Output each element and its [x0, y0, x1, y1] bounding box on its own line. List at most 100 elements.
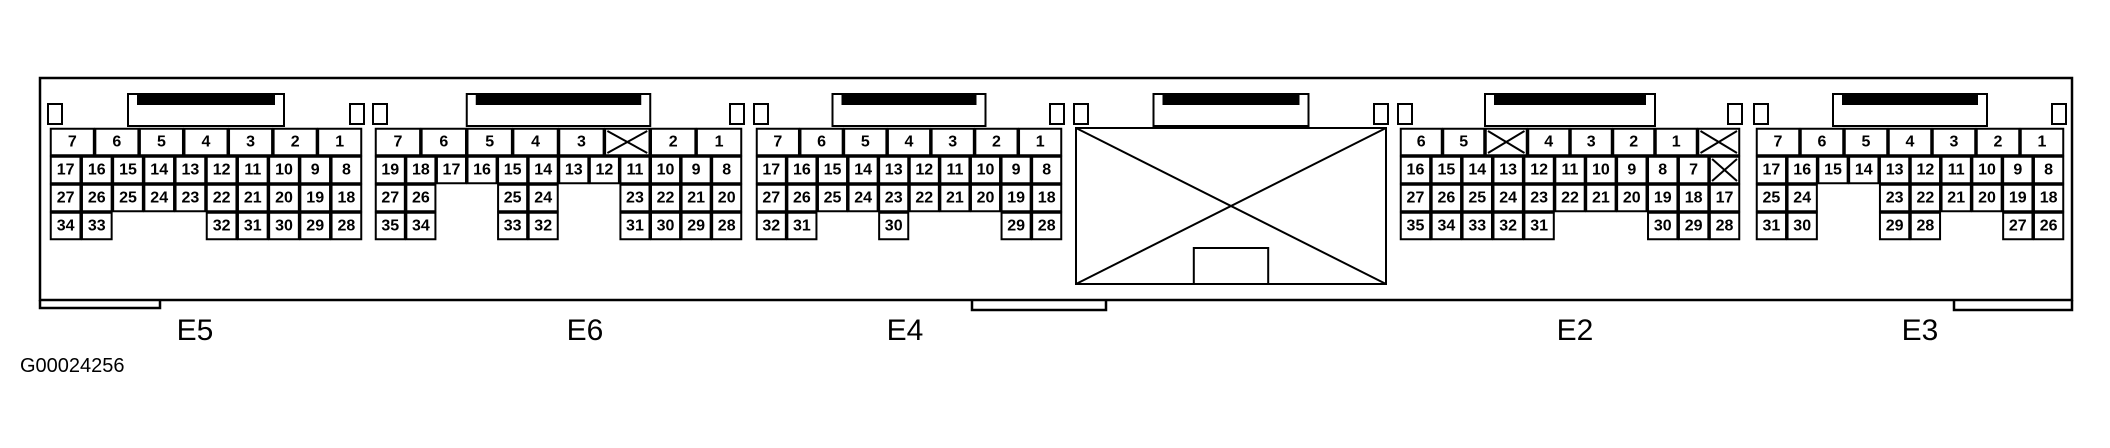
pin-number: 29 — [687, 218, 705, 235]
pin-cell: 31 — [786, 211, 818, 241]
pin-number: 25 — [504, 190, 522, 207]
pin-cell: 24 — [527, 183, 559, 213]
pin-cell: 30 — [878, 211, 910, 241]
pin-cell: 3 — [1931, 127, 1977, 157]
pin-number: 28 — [1716, 218, 1734, 235]
pin-cell: 34 — [1430, 211, 1463, 241]
pin-number: 31 — [626, 218, 644, 235]
pin-cell: 1 — [317, 127, 363, 157]
pin-number: 9 — [1012, 162, 1021, 179]
pin-cell: 14 — [1461, 155, 1493, 185]
pin-number: 29 — [1007, 218, 1025, 235]
pin-cell: 29 — [1878, 211, 1911, 241]
pin-number: 4 — [1544, 134, 1553, 151]
pin-cell: 13 — [174, 155, 207, 185]
pin-cell: 9 — [2002, 155, 2034, 185]
pin-number: 15 — [1824, 162, 1842, 179]
pin-number: 5 — [485, 134, 494, 151]
pin-number: 2 — [669, 134, 678, 151]
pin-cell: 24 — [847, 183, 879, 213]
pin-number: 7 — [1689, 162, 1698, 179]
pin-cell: 5 — [843, 127, 888, 157]
pin-number: 20 — [718, 190, 736, 207]
pin-cell: 25 — [1461, 183, 1493, 213]
pin-cell: 10 — [969, 155, 1002, 185]
pin-cell: 18 — [330, 183, 363, 213]
pin-cell: 19 — [1647, 183, 1679, 213]
pin-number: 26 — [793, 190, 811, 207]
pin-cell: 4 — [1887, 127, 1933, 157]
pin-cell: 8 — [1031, 155, 1063, 185]
pin-cell: 27 — [755, 183, 787, 213]
pin-cell: 1 — [2019, 127, 2065, 157]
pin-number: 17 — [443, 162, 461, 179]
pin-number: 23 — [885, 190, 903, 207]
pin-number: 20 — [977, 190, 995, 207]
pin-cell: 15 — [816, 155, 849, 185]
blocked-cavity — [1075, 127, 1387, 285]
pin-number: 8 — [342, 162, 351, 179]
pin-number: 10 — [1592, 162, 1610, 179]
pin-cell: 21 — [1940, 183, 1972, 213]
pin-number: 19 — [306, 190, 324, 207]
pin-number: 14 — [1855, 162, 1873, 179]
pin-number: 30 — [657, 218, 675, 235]
pin-number: 27 — [762, 190, 780, 207]
pin-number: 4 — [905, 134, 914, 151]
pin-number: 31 — [244, 218, 262, 235]
pin-cell: 28 — [1031, 211, 1063, 241]
pin-number: 1 — [715, 134, 724, 151]
pin-cell: 21 — [939, 183, 971, 213]
pin-number: 33 — [88, 218, 106, 235]
pin-cell: 23 — [1523, 183, 1555, 213]
pin-cell: 7 — [755, 127, 800, 157]
connector-shell — [753, 93, 1065, 127]
pin-cell: 21 — [236, 183, 269, 213]
pin-cell: 24 — [1492, 183, 1524, 213]
pin-number: 32 — [213, 218, 231, 235]
pin-number: 19 — [1654, 190, 1672, 207]
pin-number: 9 — [692, 162, 701, 179]
pin-cell: 18 — [1031, 183, 1063, 213]
pin-number: 20 — [1623, 190, 1641, 207]
pin-number: 1 — [335, 134, 344, 151]
pin-cell: 3 — [228, 127, 274, 157]
pin-number: 35 — [1407, 218, 1425, 235]
pin-cell: 12 — [205, 155, 238, 185]
pin-number: 6 — [112, 134, 121, 151]
pin-cell: 4 — [183, 127, 229, 157]
pin-number: 27 — [1407, 190, 1425, 207]
pin-cell: 13 — [878, 155, 910, 185]
pin-cell: 10 — [650, 155, 682, 185]
pin-number: 34 — [1437, 218, 1455, 235]
pin-cell: 5 — [466, 127, 513, 157]
pin-cell: 8 — [330, 155, 363, 185]
pin-number: 30 — [885, 218, 903, 235]
pin-number: 25 — [824, 190, 842, 207]
pin-number: 28 — [1917, 218, 1935, 235]
pin-cell: 1 — [1654, 127, 1698, 157]
pin-cell: 5 — [1843, 127, 1889, 157]
pin-number: 12 — [915, 162, 933, 179]
pin-cell: 15 — [1430, 155, 1463, 185]
pin-cell: 26 — [405, 183, 437, 213]
pin-number: 10 — [275, 162, 293, 179]
pin-cell: 22 — [1554, 183, 1586, 213]
pin-cell: 34 — [405, 211, 437, 241]
pin-cell: 33 — [80, 211, 113, 241]
pin-number: 31 — [1763, 218, 1781, 235]
pin-number: 33 — [1468, 218, 1486, 235]
pin-number: 4 — [1906, 134, 1915, 151]
pin-number: 14 — [1468, 162, 1486, 179]
pin-cell: 23 — [1878, 183, 1911, 213]
pin-number: 26 — [412, 190, 430, 207]
pin-cell: 11 — [939, 155, 971, 185]
pin-number: 12 — [213, 162, 231, 179]
pin-cell: 11 — [1940, 155, 1972, 185]
pin-number: 17 — [762, 162, 780, 179]
pin-cell: 23 — [174, 183, 207, 213]
pin-number: 11 — [244, 162, 261, 179]
